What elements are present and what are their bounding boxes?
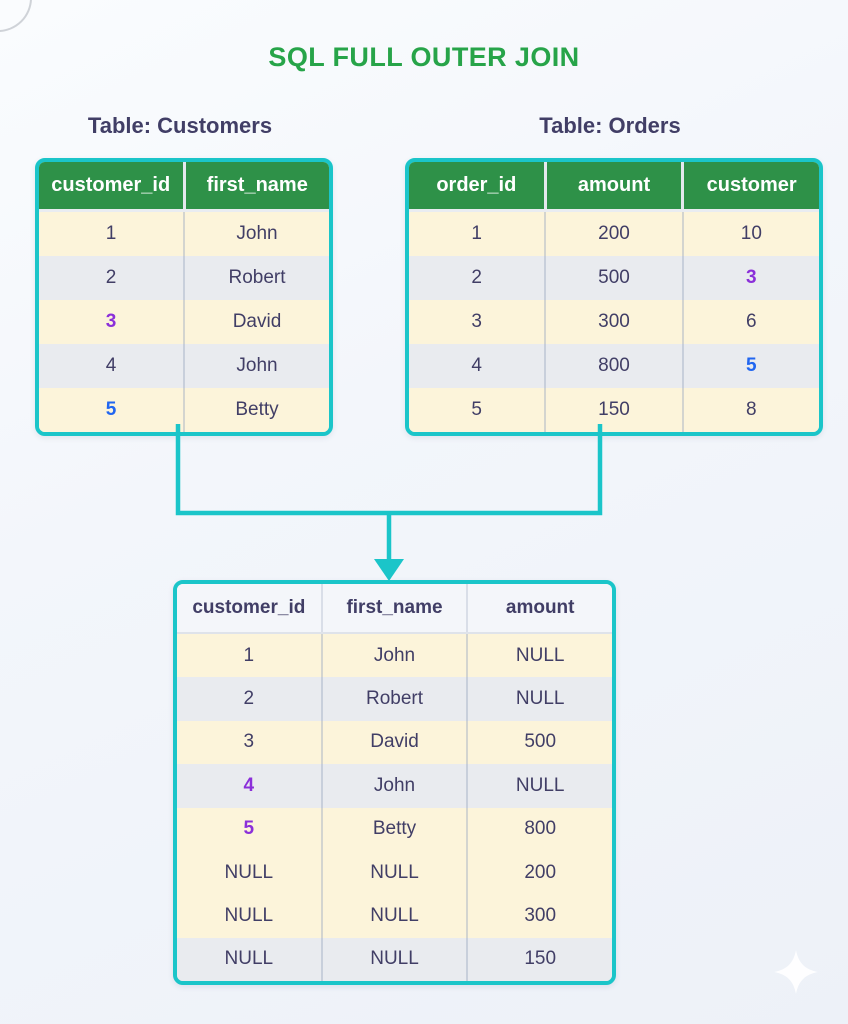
table-cell: 200	[544, 212, 681, 256]
orders-table-label: Table: Orders	[539, 113, 681, 138]
table-cell: NULL	[466, 677, 612, 721]
table-cell: NULL	[224, 861, 274, 883]
table-cell: 150	[544, 388, 681, 432]
column-header: first_name	[320, 584, 467, 632]
table-cell: Betty	[183, 388, 329, 432]
table-cell: 3	[105, 311, 117, 332]
table-cell: 500	[466, 720, 612, 765]
table-cell: 1	[105, 223, 117, 244]
rounded-corner-artifact	[0, 0, 30, 30]
table-cell: 8	[681, 388, 819, 432]
table-cell: 5	[105, 399, 117, 420]
table-cell: 2	[105, 267, 117, 288]
column-header: amount	[466, 584, 612, 632]
table-cell: 3	[471, 311, 482, 332]
table-row: 5 Betty	[39, 388, 329, 432]
table-cell: 5	[243, 818, 255, 840]
table-cell: 2	[243, 688, 255, 710]
join-connector-arrow	[175, 424, 603, 581]
table-cell: 4	[105, 355, 117, 376]
table-cell: NULL	[224, 904, 274, 926]
table-cell: NULL	[320, 894, 467, 938]
page-title: SQL FULL OUTER JOIN	[268, 42, 580, 72]
table-cell: David	[320, 720, 467, 765]
column-header: customer_id	[39, 162, 183, 209]
table-cell: 300	[544, 300, 681, 344]
table-cell: 2	[471, 267, 482, 288]
table-cell: 4	[243, 774, 255, 796]
table-cell: NULL	[320, 937, 467, 981]
table-cell: 800	[544, 344, 681, 388]
table-cell: 150	[466, 937, 612, 981]
table-cell: NULL	[320, 850, 467, 895]
table-row: 2 Robert	[39, 256, 329, 300]
column-header: first_name	[182, 162, 329, 209]
table-cell: NULL	[224, 948, 274, 970]
customers-table-label: Table: Customers	[87, 113, 273, 138]
table-cell: NULL	[466, 634, 612, 678]
table-cell: Robert	[183, 256, 329, 300]
table-cell: David	[183, 300, 329, 344]
table-cell: 3	[681, 256, 819, 300]
table-cell: 10	[681, 212, 819, 256]
table-cell: 5	[471, 399, 482, 420]
table-cell: NULL	[466, 764, 612, 808]
table-cell: John	[320, 634, 467, 678]
table-cell: 200	[466, 850, 612, 895]
column-header: customer_id	[177, 584, 321, 632]
table-cell: John	[183, 212, 329, 256]
sparkle-icon	[774, 950, 818, 994]
table-cell: 4	[471, 355, 482, 376]
table-cell: 300	[466, 894, 612, 938]
table-cell: 800	[466, 807, 612, 851]
table-row: 1 John	[39, 212, 329, 256]
column-header: amount	[543, 162, 682, 209]
table-cell: John	[320, 764, 467, 808]
table-cell: 3	[243, 731, 255, 753]
table-cell: 6	[681, 300, 819, 344]
table-cell: 500	[544, 256, 681, 300]
column-header: order_id	[409, 162, 544, 209]
table-row: 4 John	[39, 344, 329, 388]
column-header: customer	[681, 162, 819, 209]
table-cell: 5	[681, 344, 819, 388]
arrow-head-icon	[374, 559, 404, 581]
table-cell: 1	[471, 223, 482, 244]
table-cell: John	[183, 344, 329, 388]
table-cell: Betty	[320, 807, 467, 851]
table-cell: 1	[243, 644, 255, 666]
table-cell: Robert	[320, 677, 467, 721]
table-row: 3 David	[39, 300, 329, 344]
